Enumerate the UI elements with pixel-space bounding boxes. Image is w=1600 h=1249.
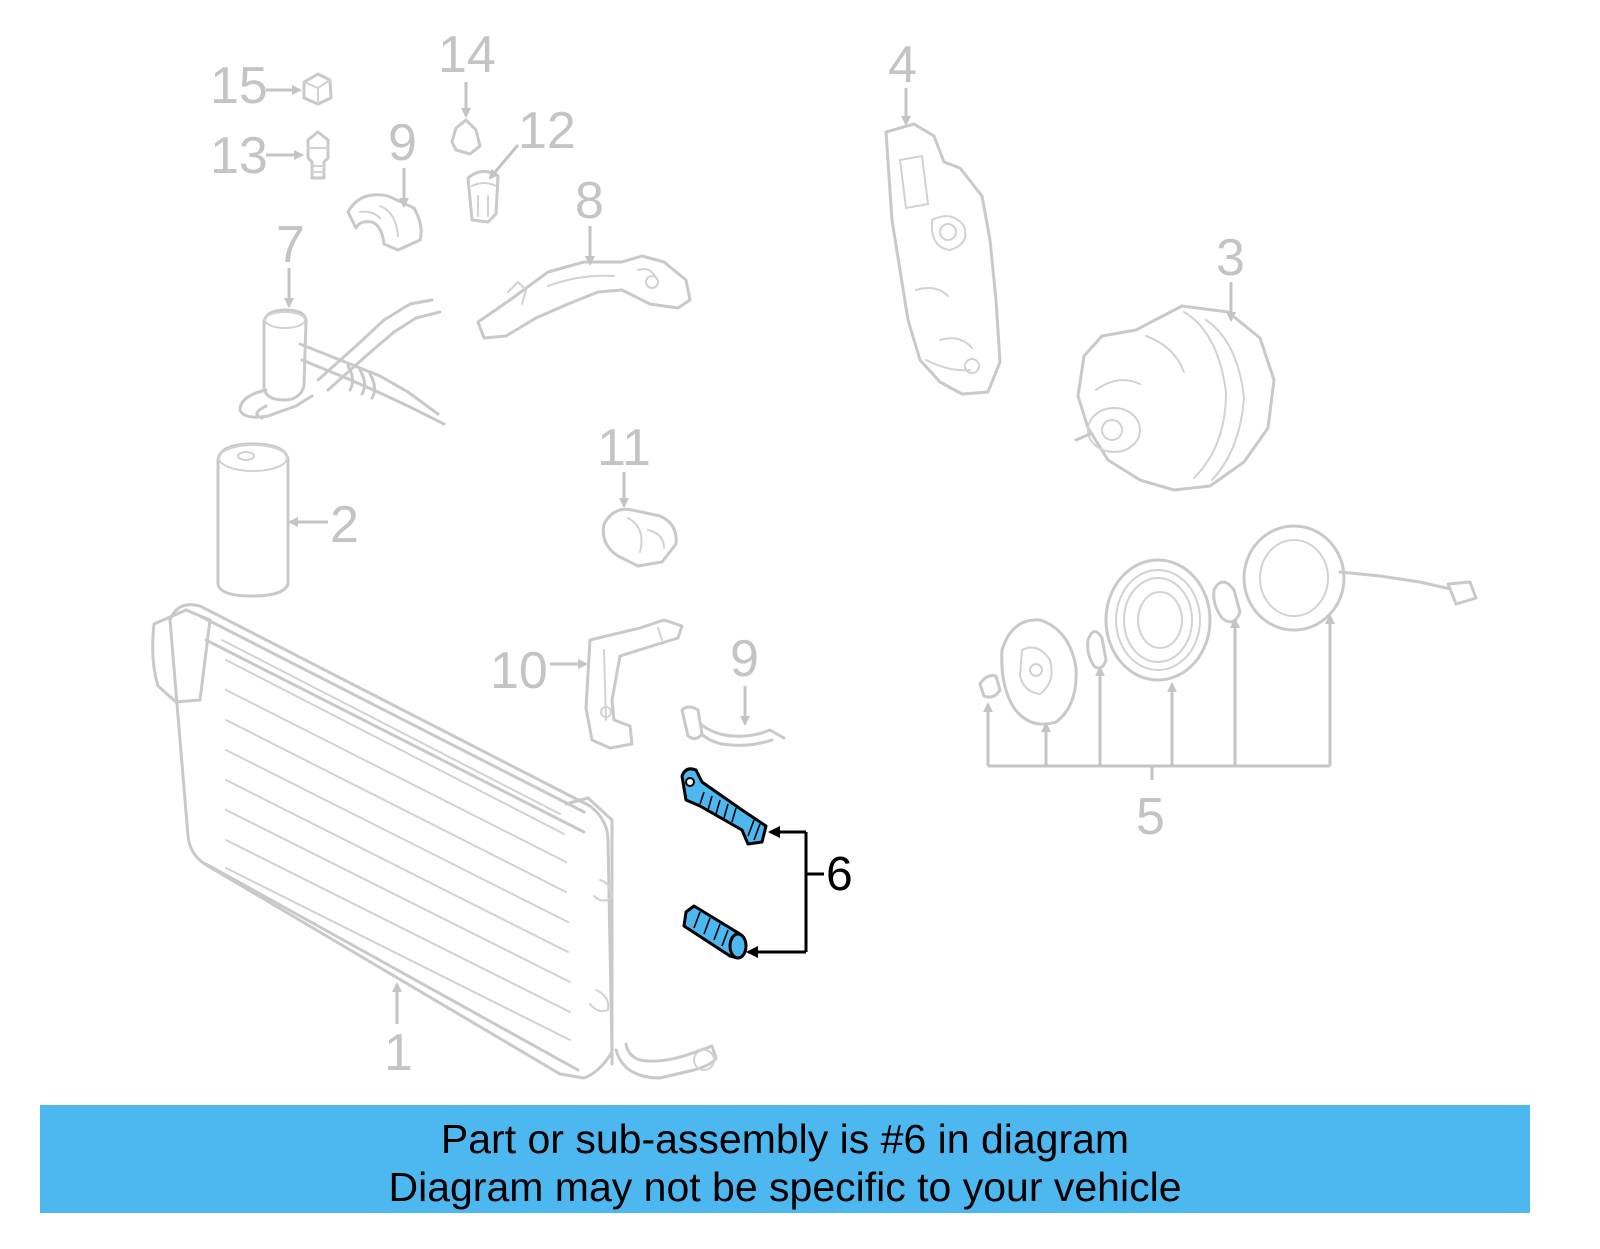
part-12-valve [466,170,500,224]
part-8-bracket [476,254,692,340]
part-13-sensor [306,130,330,180]
part-14-cap [450,118,482,156]
label-4: 4 [888,36,917,94]
part-3-compressor [1074,304,1276,492]
label-9-lower: 9 [730,630,759,688]
label-1: 1 [384,1024,413,1082]
part-15-nut [302,72,333,106]
banner-line-2: Diagram may not be specific to your vehi… [388,1164,1182,1210]
label-9-top: 9 [388,114,417,172]
label-3: 3 [1216,229,1245,287]
info-banner: Part or sub-assembly is #6 in diagram Di… [40,1105,1530,1213]
part-6-hoses-highlighted [680,767,824,960]
part-1-condenser [151,603,718,1080]
part-7-drier-hoses [238,298,446,426]
label-8: 8 [575,172,604,230]
label-5: 5 [1136,788,1165,846]
banner-line-1: Part or sub-assembly is #6 in diagram [440,1116,1130,1162]
part-2-receiver-drier [216,442,290,598]
label-2: 2 [330,496,359,554]
label-7: 7 [276,216,305,274]
label-12: 12 [518,102,576,160]
part-10-bracket [584,618,684,750]
part-4-mount-bracket [884,122,1002,396]
label-13: 13 [210,127,268,185]
label-11: 11 [597,419,651,477]
part-9-clamp-lower [680,705,786,747]
label-15: 15 [210,57,268,115]
part-9-clamp-top [346,193,423,252]
label-10: 10 [490,642,548,700]
label-14: 14 [438,26,496,84]
part-11-grommet [601,507,678,568]
label-6: 6 [826,848,853,901]
part-5-clutch-assembly [978,524,1478,780]
